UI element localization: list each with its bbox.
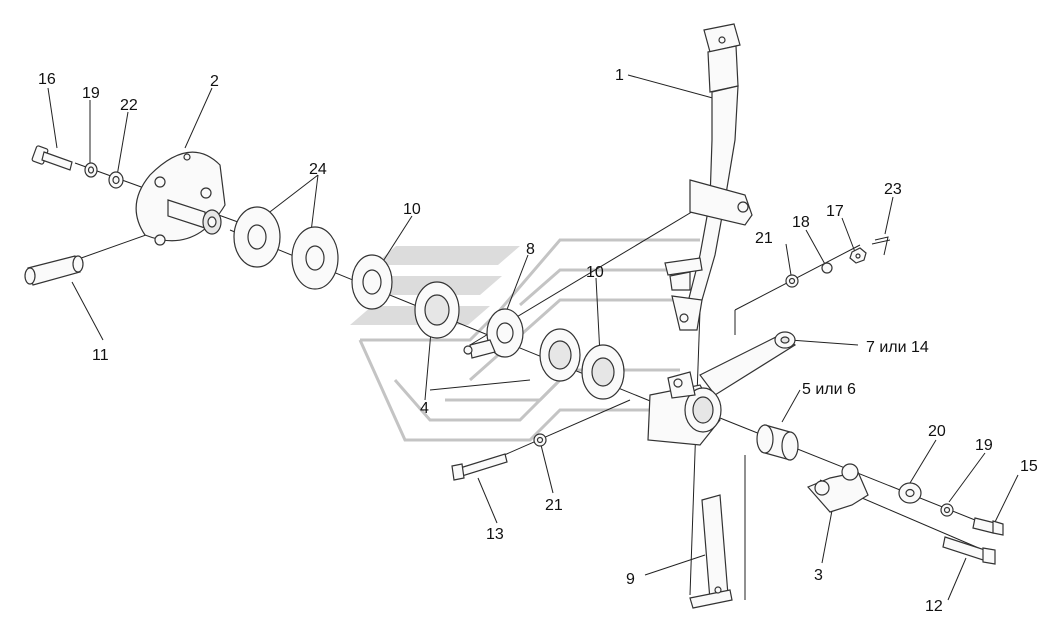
label-8: 8 [526, 241, 535, 258]
part-washer-21-left [533, 433, 547, 447]
label-1: 1 [615, 67, 624, 84]
label-23: 23 [884, 181, 902, 198]
part-plate-3 [806, 463, 869, 513]
part-bolt-15 [972, 517, 1004, 536]
part-washer-10-right [581, 344, 625, 400]
label-19-right: 19 [975, 437, 993, 454]
label-13: 13 [486, 526, 504, 543]
part-cotter-23 [871, 236, 891, 256]
label-21-left: 21 [545, 497, 563, 514]
part-washer-10-left [351, 254, 393, 310]
part-washer-20 [898, 482, 922, 504]
part-washer-18 [821, 262, 833, 274]
part-nut-17 [849, 247, 867, 264]
part-washer-24-a [233, 206, 281, 268]
label-16: 16 [38, 71, 56, 88]
label-3: 3 [814, 567, 823, 584]
label-7-or-14: 7 или 14 [866, 339, 929, 356]
callout-labels: 1 2 3 4 5 или 6 7 или 14 8 9 10 10 11 12… [38, 67, 1038, 615]
label-17: 17 [826, 203, 844, 220]
part-bolt-12 [942, 536, 996, 565]
part-washer-22 [108, 171, 124, 189]
part-bushing-5 [756, 424, 799, 461]
label-18: 18 [792, 214, 810, 231]
label-22: 22 [120, 97, 138, 114]
part-pin-11 [24, 255, 84, 286]
part-lever-1 [664, 23, 753, 331]
part-bolt-13 [451, 453, 508, 481]
label-2: 2 [210, 73, 219, 90]
part-lever-arm-hub [647, 371, 722, 446]
part-washer-19-left [84, 162, 98, 178]
label-9: 9 [626, 571, 635, 588]
label-10-right: 10 [586, 264, 604, 281]
part-bushing-4 [414, 281, 460, 339]
label-21-right: 21 [755, 230, 773, 247]
label-12: 12 [925, 598, 943, 615]
label-20: 20 [928, 423, 946, 440]
watermark-logo [350, 238, 700, 442]
label-19-left: 19 [82, 85, 100, 102]
part-flange-2 [135, 151, 226, 246]
part-washer-21-right [785, 274, 799, 288]
part-bracket-8 [463, 308, 524, 359]
part-bushing-middle [539, 328, 581, 382]
label-15: 15 [1020, 458, 1038, 475]
part-washer-19-right [940, 503, 954, 517]
label-11: 11 [92, 347, 109, 364]
label-24: 24 [309, 161, 327, 178]
part-rod-9 [689, 494, 733, 609]
part-link-7 [699, 331, 797, 396]
label-4: 4 [420, 400, 429, 417]
part-washer-24-b [291, 226, 339, 290]
label-5-or-6: 5 или 6 [802, 381, 856, 398]
part-bolt-16 [31, 145, 73, 171]
label-10-left: 10 [403, 201, 421, 218]
